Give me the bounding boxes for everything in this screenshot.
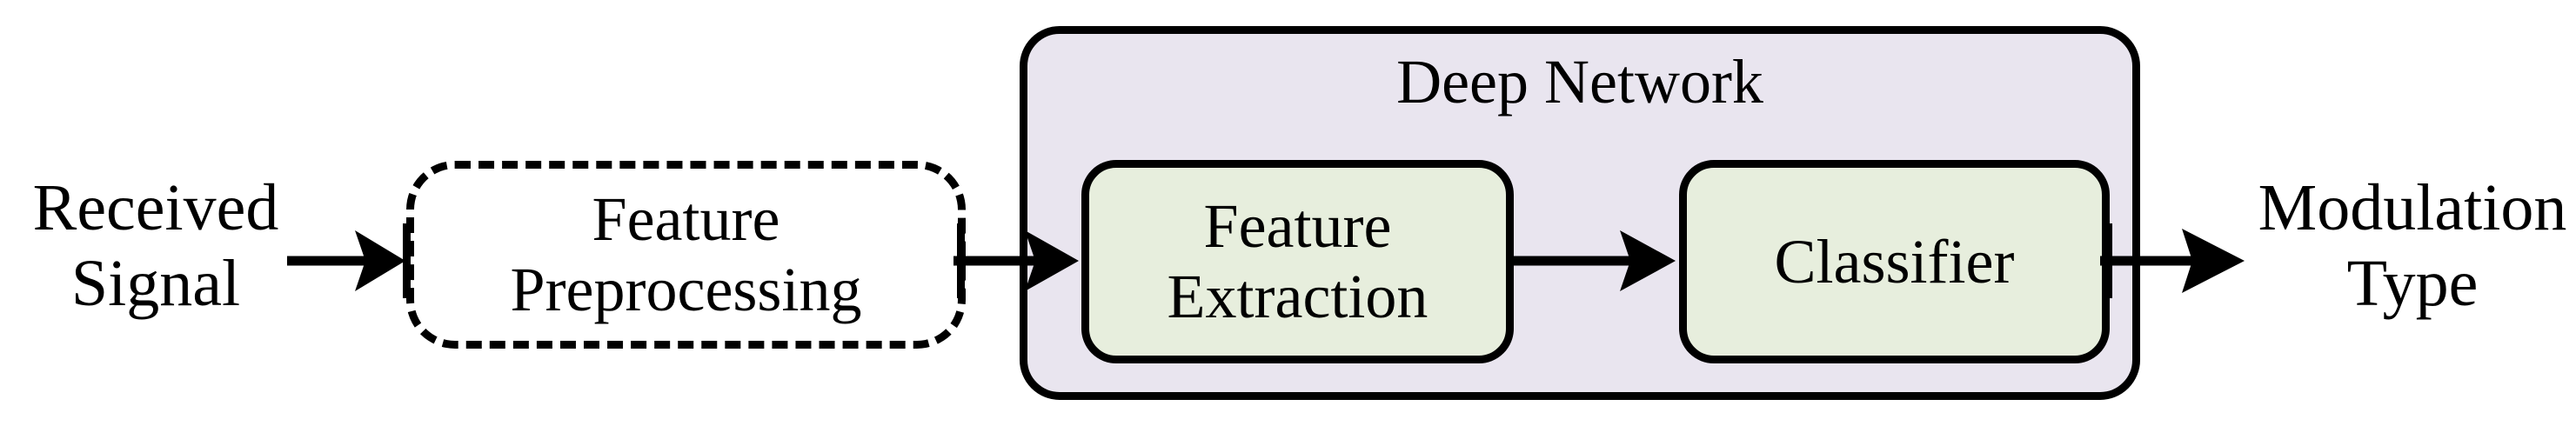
container-title-deep-network: Deep Network: [1396, 47, 1763, 116]
block-feature-preprocessing[interactable]: Feature Preprocessing: [406, 161, 966, 349]
block-label-feature-preprocessing: Feature Preprocessing: [510, 184, 862, 324]
input-label-received-signal: Received Signal: [32, 171, 279, 320]
arrow-right-icon-network-to-output: [2100, 222, 2253, 300]
arrow-right-icon-preprocessing-to-network: [953, 222, 1089, 300]
block-feature-extraction[interactable]: Feature Extraction: [1081, 160, 1514, 363]
connector-tick-preprocessing-output: [957, 223, 965, 298]
block-classifier[interactable]: Classifier: [1679, 160, 2110, 363]
connector-tick-classifier-output: [2104, 223, 2112, 298]
arrow-right-icon-extraction-to-classifier: [1510, 222, 1688, 300]
connector-tick-preprocessing-input: [403, 223, 411, 298]
output-label-modulation-type: Modulation Type: [2258, 171, 2567, 320]
block-label-feature-extraction: Feature Extraction: [1167, 191, 1429, 331]
arrow-right-icon-signal-to-preprocessing: [287, 222, 418, 300]
block-label-classifier: Classifier: [1774, 226, 2015, 296]
